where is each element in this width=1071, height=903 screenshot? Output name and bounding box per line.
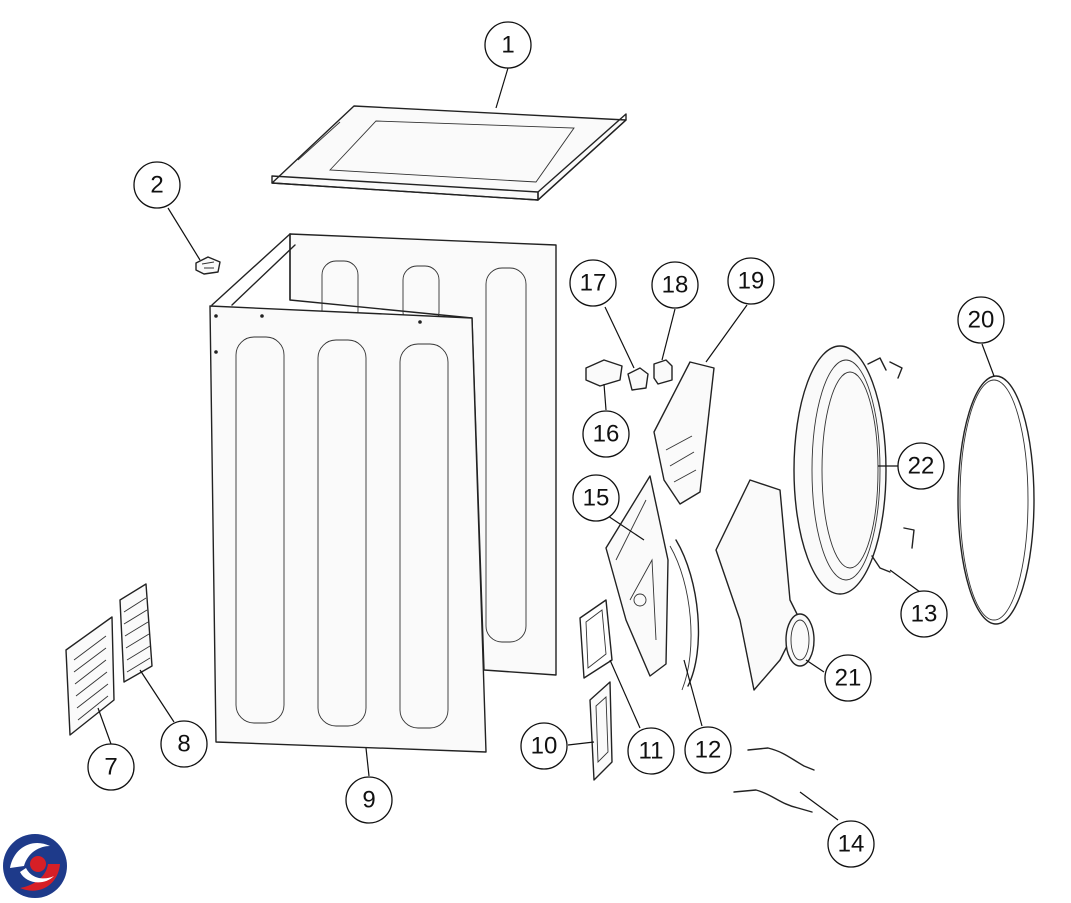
- part-switch-16: [585, 359, 623, 387]
- part-clips: [867, 357, 915, 573]
- callout-10: 10: [520, 722, 568, 770]
- part-switch-17: [627, 367, 649, 391]
- callout-label: 14: [838, 831, 865, 858]
- callout-label: 8: [177, 731, 190, 758]
- callout-22: 22: [897, 442, 945, 490]
- callout-label: 20: [968, 307, 995, 334]
- part-back-panel: [211, 233, 557, 676]
- brand-logo: [3, 834, 67, 898]
- part-sensors: [733, 747, 815, 813]
- callout-label: 1: [501, 32, 514, 59]
- callout-label: 10: [531, 733, 558, 760]
- callout-label: 15: [583, 485, 610, 512]
- part-duct-housing: [715, 479, 815, 691]
- callout-11: 11: [627, 727, 675, 775]
- callout-15: 15: [572, 474, 620, 522]
- callout-16: 16: [582, 410, 630, 458]
- callout-label: 12: [695, 737, 722, 764]
- callout-2: 2: [133, 161, 181, 209]
- part-inner-cover: [605, 475, 669, 677]
- part-dispenser: [653, 361, 715, 505]
- callout-label: 16: [593, 421, 620, 448]
- callout-7: 7: [87, 743, 135, 791]
- part-hinge-clip: [195, 256, 221, 275]
- callout-label: 7: [104, 754, 117, 781]
- part-small-gasket: [579, 599, 613, 679]
- part-side-panel: [209, 305, 487, 753]
- callout-18: 18: [651, 261, 699, 309]
- part-drum-belt: [957, 375, 1035, 625]
- callout-1: 1: [484, 21, 532, 69]
- part-top-lid: [271, 105, 627, 201]
- callout-12: 12: [684, 726, 732, 774]
- part-grille-rear: [119, 583, 153, 683]
- leader-lines: [97, 67, 995, 821]
- callout-label: 21: [835, 665, 862, 692]
- callout-label: 18: [662, 272, 689, 299]
- part-seal-strip: [669, 539, 700, 691]
- callout-17: 17: [569, 259, 617, 307]
- part-grille-front: [65, 616, 115, 736]
- callout-label: 2: [150, 172, 163, 199]
- callout-20: 20: [957, 296, 1005, 344]
- callout-label: 9: [362, 787, 375, 814]
- part-block-18: [653, 359, 673, 385]
- callout-14: 14: [827, 820, 875, 868]
- callout-19: 19: [727, 257, 775, 305]
- callout-21: 21: [824, 654, 872, 702]
- callout-label: 13: [911, 601, 938, 628]
- part-filter-frame: [589, 681, 613, 781]
- part-front-ring: [793, 345, 887, 595]
- callout-9: 9: [345, 776, 393, 824]
- callout-label: 22: [908, 453, 935, 480]
- callout-label: 17: [580, 270, 607, 297]
- callout-label: 11: [639, 738, 664, 765]
- callout-label: 19: [738, 268, 765, 295]
- callout-8: 8: [160, 720, 208, 768]
- callout-13: 13: [900, 590, 948, 638]
